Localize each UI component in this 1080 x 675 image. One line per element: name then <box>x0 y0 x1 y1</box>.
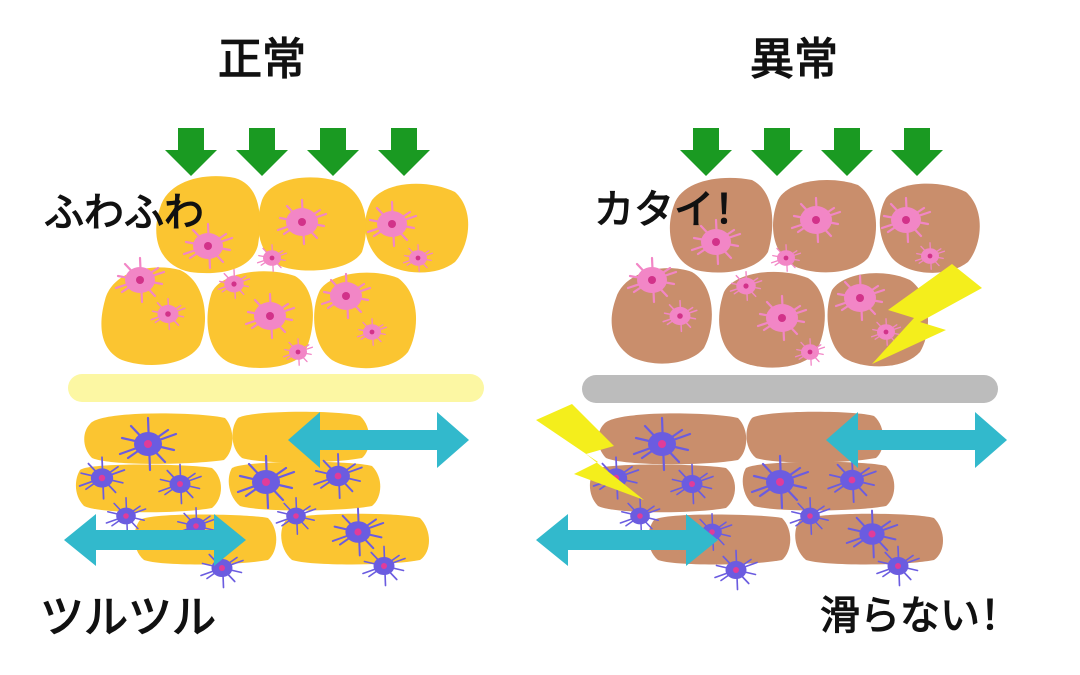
hard-label: カタイ！ <box>594 187 754 233</box>
down-arrow-icon <box>680 128 732 176</box>
fascia-band-abnormal <box>582 375 998 403</box>
neuron-icon <box>876 545 920 587</box>
down-arrow-icon <box>378 128 430 176</box>
neuron-icon <box>756 294 808 342</box>
press-arrows-normal <box>165 128 430 176</box>
pink-neurons-abnormal <box>626 196 946 366</box>
neuron-icon <box>362 545 406 587</box>
normal-title: 正常 <box>218 34 306 85</box>
double-arrow-icon <box>288 412 469 468</box>
neuron-icon <box>690 218 742 266</box>
neuron-icon <box>670 463 714 505</box>
neuron-icon <box>794 338 826 366</box>
down-arrow-icon <box>236 128 288 176</box>
press-arrows-abnormal <box>680 128 943 176</box>
neuron-icon <box>158 463 202 505</box>
smooth-label: ツルツル <box>40 592 216 643</box>
neuron-icon <box>118 416 178 472</box>
purple-neurons-abnormal <box>592 416 920 591</box>
neuron-icon <box>331 507 385 557</box>
neuron-icon <box>244 292 296 340</box>
fat-cell <box>611 268 712 364</box>
down-arrow-icon <box>307 128 359 176</box>
neuron-icon <box>105 497 147 535</box>
double-arrow-icon <box>64 514 246 566</box>
down-arrow-icon <box>821 128 873 176</box>
neuron-icon <box>729 270 763 302</box>
neuron-icon <box>619 497 661 535</box>
neuron-icon <box>870 318 902 346</box>
fat-cell <box>879 183 980 273</box>
pink-neurons-normal <box>114 198 434 366</box>
neuron-icon <box>880 196 932 244</box>
double-arrow-icon <box>536 514 718 566</box>
neuron-icon <box>256 244 288 272</box>
neuron-icon <box>770 244 802 272</box>
down-arrow-icon <box>165 128 217 176</box>
fat-cell <box>365 183 469 273</box>
soft-label: ふわふわ <box>44 190 204 236</box>
neuron-icon <box>714 549 758 591</box>
neuron-icon <box>150 297 186 331</box>
fat-cell <box>101 267 206 365</box>
neuron-icon <box>789 497 831 535</box>
neuron-icon <box>320 272 372 320</box>
neuron-icon <box>182 222 234 270</box>
neuron-icon <box>626 256 678 304</box>
neuron-icon <box>845 509 899 559</box>
neuron-icon <box>750 454 810 510</box>
neuron-icon <box>236 454 296 510</box>
neuron-icon <box>114 256 166 304</box>
no-slide-label: 滑らない！ <box>820 593 1020 639</box>
neuron-icon <box>356 318 388 346</box>
neuron-icon <box>217 268 251 300</box>
neuron-icon <box>827 456 877 504</box>
neuron-icon <box>790 196 842 244</box>
neuron-icon <box>282 338 314 366</box>
abnormal-panel <box>536 128 1007 591</box>
fat-cell <box>314 272 417 369</box>
neuron-icon <box>662 299 698 333</box>
neuron-icon <box>402 244 434 272</box>
lightning-icon <box>872 264 982 364</box>
double-arrow-icon <box>826 412 1007 468</box>
neuron-icon <box>275 497 317 535</box>
lightning-icon <box>536 404 644 500</box>
neuron-icon <box>78 456 126 500</box>
neuron-icon <box>313 452 363 500</box>
fascia-band-normal <box>68 374 484 402</box>
neuron-icon <box>276 198 328 246</box>
neuron-icon <box>632 416 692 472</box>
normal-panel <box>64 128 484 589</box>
neuron-icon <box>834 274 886 322</box>
neuron-icon <box>914 242 946 270</box>
down-arrow-icon <box>891 128 943 176</box>
neuron-icon <box>366 200 418 248</box>
down-arrow-icon <box>751 128 803 176</box>
abnormal-title: 異常 <box>750 34 838 85</box>
